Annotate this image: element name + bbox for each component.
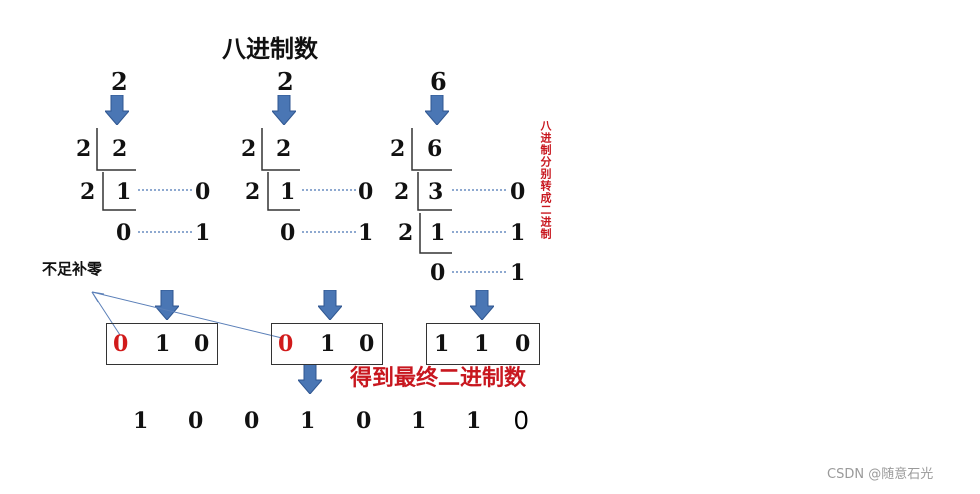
- divisor: 2: [76, 136, 92, 162]
- octal-digit: 6: [430, 67, 447, 96]
- octal-digit: 2: [277, 67, 294, 96]
- divisor: 2: [398, 220, 414, 246]
- final-bit: 0: [514, 405, 529, 435]
- padded-bit: 0: [113, 331, 129, 357]
- divisor: 2: [80, 179, 96, 205]
- remainder: 1: [358, 220, 374, 246]
- final-label: 得到最终二进制数: [350, 366, 527, 391]
- octal-digit: 2: [111, 67, 128, 96]
- down-arrow-icon: [318, 290, 342, 320]
- remainder-leaders: [138, 189, 508, 273]
- quotient: 1: [116, 179, 132, 205]
- result-box: [426, 323, 540, 365]
- quotient: 0: [280, 220, 296, 246]
- result-bit: 1: [155, 331, 171, 357]
- dividend: 6: [427, 136, 443, 162]
- result-box: [106, 323, 218, 365]
- dividend: 2: [112, 136, 128, 162]
- down-arrow-icon: [470, 290, 494, 320]
- final-bit: 1: [300, 408, 316, 434]
- watermark: CSDN @随意石光: [827, 467, 934, 482]
- down-arrow-icon: [272, 95, 296, 125]
- side-note: 八进制分别转成二进制: [539, 120, 552, 240]
- result-bit: 1: [320, 331, 336, 357]
- quotient: 0: [116, 220, 132, 246]
- result-bit: 0: [359, 331, 375, 357]
- down-arrow-icon: [298, 364, 322, 394]
- remainder: 1: [195, 220, 211, 246]
- down-arrow-icon: [105, 95, 129, 125]
- pad-note: 不足补零: [42, 260, 103, 278]
- remainder: 1: [510, 260, 526, 286]
- quotient: 3: [428, 179, 444, 205]
- final-bit: 0: [244, 408, 260, 434]
- division-bracket-3: [411, 128, 452, 254]
- divisor: 2: [390, 136, 406, 162]
- padded-bit: 0: [278, 331, 294, 357]
- down-arrow-icon: [425, 95, 449, 125]
- divisor: 2: [241, 136, 257, 162]
- result-box: [271, 323, 383, 365]
- division-bracket-1: [96, 128, 136, 211]
- quotient: 1: [430, 220, 446, 246]
- final-bit: 0: [356, 408, 372, 434]
- dividend: 2: [276, 136, 292, 162]
- quotient: 1: [280, 179, 296, 205]
- divisor: 2: [245, 179, 261, 205]
- division-bracket-2: [261, 128, 300, 211]
- remainder: 1: [510, 220, 526, 246]
- result-bit: 0: [515, 331, 531, 357]
- remainder: 0: [358, 179, 374, 205]
- final-bit: 1: [466, 408, 482, 434]
- down-arrow-icon: [155, 290, 179, 320]
- padding-pointer-lines: [91, 291, 283, 339]
- final-bit: 0: [188, 408, 204, 434]
- diagram-title: 八进制数: [222, 35, 318, 63]
- result-bit: 1: [434, 331, 450, 357]
- final-bit: 1: [133, 408, 149, 434]
- result-bit: 1: [474, 331, 490, 357]
- divisor: 2: [394, 179, 410, 205]
- remainder: 0: [510, 179, 526, 205]
- remainder: 0: [195, 179, 211, 205]
- quotient: 0: [430, 260, 446, 286]
- final-bit: 1: [411, 408, 427, 434]
- result-bit: 0: [194, 331, 210, 357]
